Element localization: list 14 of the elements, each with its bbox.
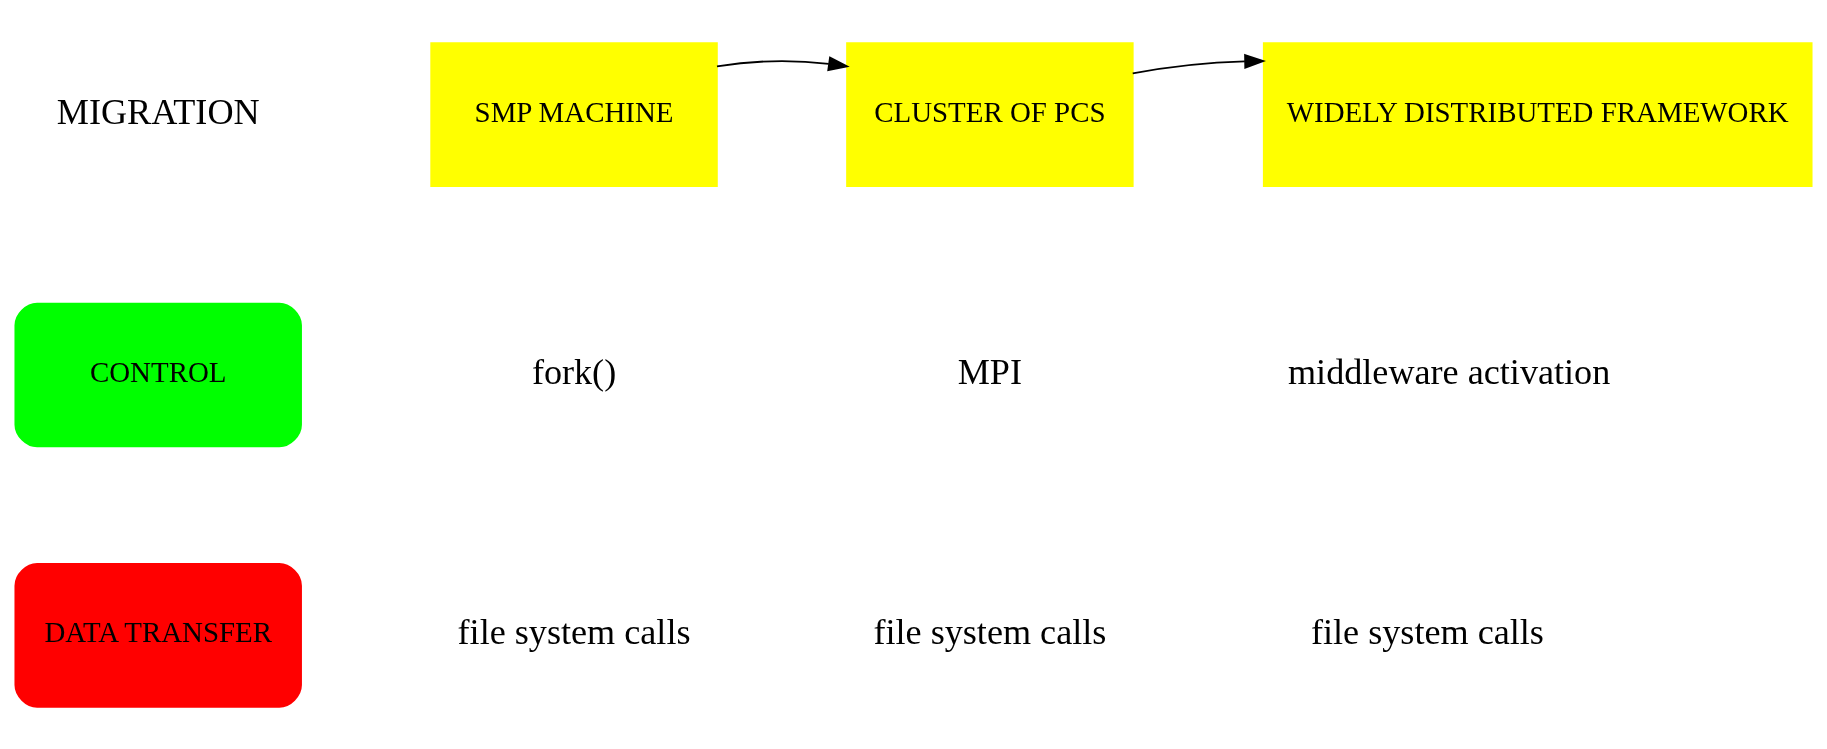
node-box: CONTROL: [14, 302, 302, 447]
node-box: SMP MACHINE: [430, 41, 718, 187]
node-box: WIDELY DISTRIBUTED FRAMEWORK: [1262, 41, 1813, 187]
label: middleware activation: [1287, 351, 1611, 392]
label: MPI: [957, 351, 1023, 392]
label: file system calls: [873, 611, 1107, 652]
label: fork(): [531, 351, 617, 392]
node-box: CLUSTER OF PCS: [846, 41, 1134, 187]
node-box: DATA TRANSFER: [14, 562, 302, 708]
arrow: [1131, 53, 1266, 74]
label: file system calls: [457, 611, 691, 652]
label: MIGRATION: [56, 91, 260, 132]
arrow: [716, 55, 850, 71]
label: file system calls: [1310, 611, 1544, 652]
